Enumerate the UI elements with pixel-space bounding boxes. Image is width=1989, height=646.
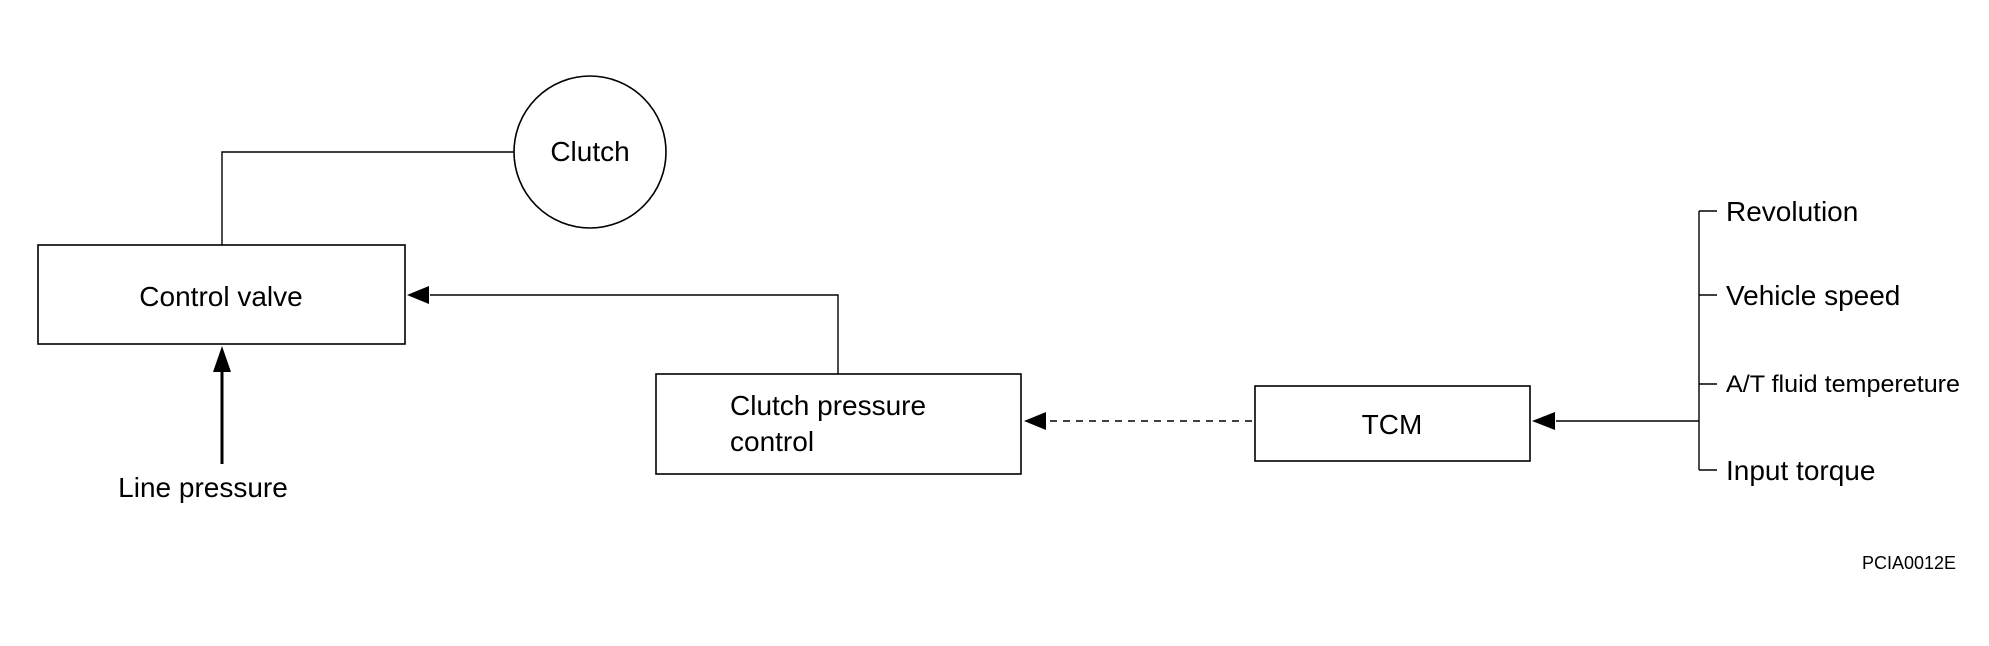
clutch-pressure-control-node: Clutch pressure control <box>655 373 1022 475</box>
pressure-control-input-arrowhead <box>1024 412 1046 430</box>
control-valve-box <box>37 244 406 345</box>
inputs-to-tcm-arrow <box>1532 412 1699 430</box>
input-label-fluid-temperature: A/T fluid tempereture <box>1726 371 1960 398</box>
line-pressure-arrow <box>213 346 231 464</box>
line-pressure-arrowhead <box>213 346 231 372</box>
figure-code: PCIA0012E <box>1862 553 1956 573</box>
inputs-bracket <box>1698 210 1717 471</box>
clutch-pressure-control-label-line2: control <box>730 426 814 457</box>
line-pressure-label: Line pressure <box>118 472 288 503</box>
control-valve-node: Control valve <box>37 244 406 345</box>
valve-input-arrowhead <box>407 286 429 304</box>
tcm-node: TCM <box>1254 385 1531 462</box>
input-label-revolution: Revolution <box>1726 196 1858 227</box>
clutch-node: Clutch <box>513 75 667 229</box>
pressure-control-to-valve-arrow <box>407 286 839 374</box>
input-label-input-torque: Input torque <box>1726 455 1875 486</box>
tcm-box <box>1254 385 1531 462</box>
input-label-vehicle-speed: Vehicle speed <box>1726 280 1900 311</box>
pressure-control-to-valve-line <box>430 294 839 374</box>
control-valve-label: Control valve <box>139 281 302 312</box>
tcm-to-pressure-control-arrow <box>1024 412 1252 430</box>
tcm-label: TCM <box>1362 409 1423 440</box>
clutch-pressure-control-box <box>655 373 1022 475</box>
clutch-label: Clutch <box>550 136 629 167</box>
valve-to-clutch-line <box>221 151 514 245</box>
clutch-pressure-control-label-line1: Clutch pressure <box>730 390 926 421</box>
tcm-input-arrowhead <box>1532 412 1555 430</box>
